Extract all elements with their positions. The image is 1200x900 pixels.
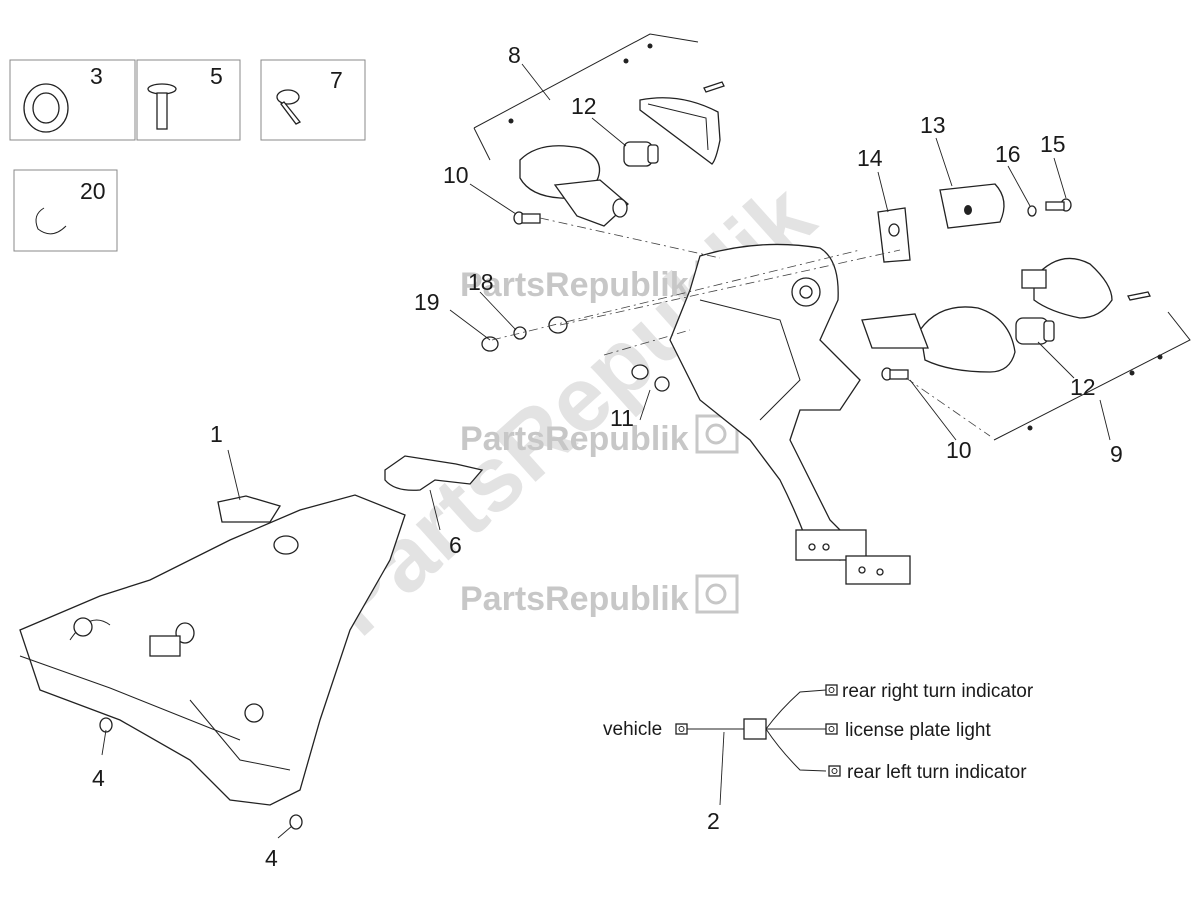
inset-part-3: 3 [9,59,136,141]
nuts-11 [631,364,670,392]
callout-15: 15 [1040,131,1066,157]
callout-leaders [101,63,1111,839]
assembly-8-outline [473,33,699,161]
rear-undertray [19,494,406,806]
callout-8: 8 [508,42,521,68]
callout-13: 13 [920,112,946,138]
rivet-4-left [99,717,113,733]
right-turn-indicator [861,306,1016,373]
screw-10-upper [513,211,541,225]
callout-9: 9 [1110,441,1123,467]
screw-upper-lens [703,81,725,93]
upper-indicator-lens [639,97,721,165]
screw-10-lower [881,367,909,381]
grommet-18 [513,316,568,340]
callout-12b: 12 [1070,374,1096,400]
callout-10b: 10 [946,437,972,463]
license-plate-bracket [669,243,911,585]
callout-11: 11 [610,405,634,431]
callout-18: 18 [468,269,494,295]
clip-part-6 [384,455,484,491]
nut-19 [481,336,499,352]
callout-4a: 4 [92,765,105,791]
rivet-4-right [289,814,303,830]
callout-3: 3 [90,63,103,89]
screw-15 [1045,198,1072,212]
license-plate-light [939,183,1005,229]
callout-10a: 10 [443,162,469,188]
inset-part-7: 7 [260,59,366,141]
inset-part-5: 5 [136,59,241,141]
right-indicator-lens [1021,257,1113,319]
watermark-text-3: PartsRepublik [460,580,689,618]
callout-20: 20 [80,178,106,204]
bulb-upper [623,141,659,167]
wire-label-rear-right: rear right turn indicator [842,681,1034,702]
callout-7: 7 [330,67,343,93]
callout-1: 1 [210,421,223,447]
callout-2: 2 [707,808,720,834]
spacer-14 [877,207,911,263]
callout-5: 5 [210,63,223,89]
gear-icon [695,260,739,614]
wire-label-vehicle: vehicle [603,719,662,740]
callout-16: 16 [995,141,1021,167]
callout-14: 14 [857,145,883,171]
wire-label-license-plate: license plate light [845,720,991,741]
wiring-schematic: vehicle rear right turn indicator licens… [603,681,1034,834]
bulb-lower [1015,317,1055,345]
callout-6: 6 [449,532,462,558]
watermark-text-1: PartsRepublik [460,266,689,304]
callout-19: 19 [414,289,440,315]
upper-turn-indicator [519,145,629,227]
watermark-text-2: PartsRepublik [460,420,689,458]
assembly-9-outline [993,311,1191,441]
washer-16 [1027,205,1037,217]
screw-lower-lens [1127,291,1151,301]
callout-12a: 12 [571,93,597,119]
wire-label-rear-left: rear left turn indicator [847,762,1027,783]
centre-lines [491,217,991,437]
callout-4b: 4 [265,845,278,871]
inset-part-20: 20 [13,169,118,252]
